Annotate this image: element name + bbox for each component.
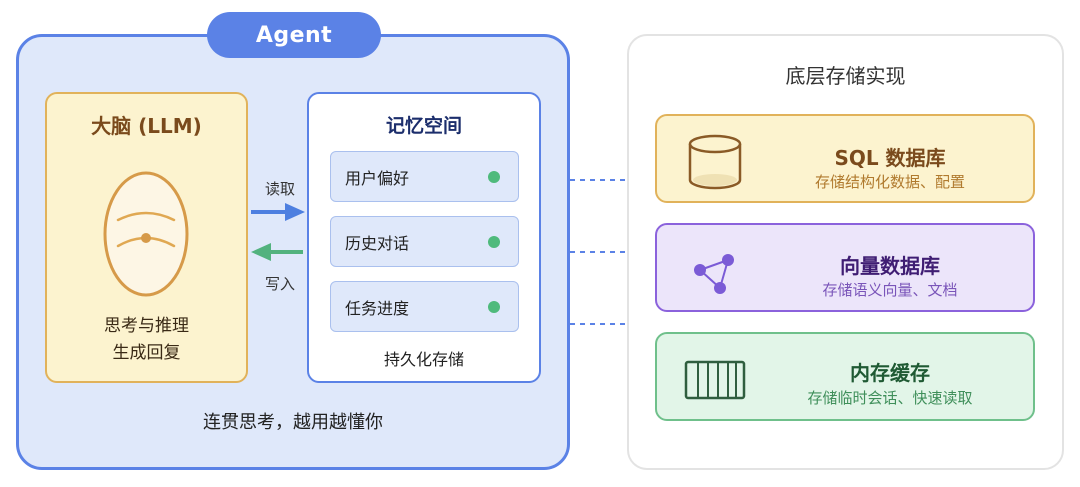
read-write-arrows (251, 203, 305, 261)
brain-caption-line-1: 思考与推理 (104, 316, 189, 336)
memory-cache-subtitle: 存储临时会话、快速读取 (807, 389, 973, 407)
dashed-connectors (570, 179, 628, 325)
vector-subtitle: 存储语义向量、文档 (822, 281, 958, 299)
agent-caption: 连贯思考，越用越懂你 (203, 412, 383, 433)
sql-title: SQL 数据库 (834, 146, 946, 170)
memory-footer: 持久化存储 (383, 350, 464, 369)
memory-item-history: 历史对话 (330, 216, 519, 267)
brain-title: 大脑 (LLM) (91, 114, 202, 138)
database-cylinder-icon (688, 134, 742, 190)
memory-item-label: 用户偏好 (345, 168, 410, 188)
memory-cache-title: 内存缓存 (850, 361, 930, 385)
memory-item-label: 任务进度 (345, 298, 410, 318)
memory-item-user-preference: 用户偏好 (330, 151, 519, 202)
read-arrow (251, 203, 305, 221)
read-label: 读取 (264, 180, 295, 198)
vector-database-card (655, 223, 1035, 312)
write-arrow (251, 243, 303, 261)
brain-icon (103, 171, 189, 297)
vector-graph-icon (694, 254, 734, 294)
memory-item-task-progress: 任务进度 (330, 281, 519, 332)
status-dot-icon (488, 301, 500, 313)
status-dot-icon (488, 236, 500, 248)
brain-caption-line-2: 生成回复 (112, 343, 181, 363)
storage-title: 底层存储实现 (785, 64, 906, 88)
memory-title: 记忆空间 (385, 115, 462, 137)
status-dot-icon (488, 171, 500, 183)
brain-caption: 思考与推理 生成回复 (45, 313, 248, 367)
memory-chip-icon (684, 360, 746, 400)
sql-subtitle: 存储结构化数据、配置 (814, 173, 965, 191)
write-label: 写入 (264, 275, 295, 293)
agent-label: Agent (207, 12, 381, 58)
vector-title: 向量数据库 (840, 254, 940, 278)
memory-item-label: 历史对话 (345, 233, 410, 253)
